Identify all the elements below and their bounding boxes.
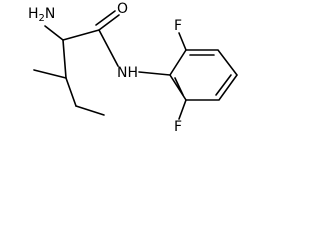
structure-canvas: H2N O NH F F bbox=[0, 0, 246, 155]
bond-c3-methyl bbox=[33, 69, 67, 79]
bond-c1-nh bbox=[98, 29, 119, 67]
bond-ring-f-bottom bbox=[178, 99, 187, 120]
bond-nh-ring bbox=[138, 71, 171, 76]
bond-c2-n bbox=[44, 25, 64, 41]
ring-double-bond-left bbox=[174, 77, 184, 96]
amine-h-label: H bbox=[28, 6, 39, 22]
fluorine-top-label: F bbox=[174, 18, 182, 34]
bond-c4-c5 bbox=[75, 105, 105, 116]
bond-c1-o-b bbox=[95, 10, 116, 26]
molecule-diagram: H2N O NH F F bbox=[28, 1, 238, 135]
bond-c2-c3 bbox=[62, 39, 67, 79]
fluorine-bottom-label: F bbox=[174, 119, 182, 135]
amine-n-label: N bbox=[45, 6, 55, 22]
bond-c2-c1 bbox=[62, 29, 100, 41]
ring-double-bond-right bbox=[215, 74, 232, 96]
amine-subscript: 2 bbox=[39, 13, 45, 24]
carbonyl-oxygen-label: O bbox=[117, 1, 128, 17]
bond-ring-f-top bbox=[178, 32, 187, 51]
bond-c1-o-a bbox=[98, 14, 120, 31]
bond-c3-c4 bbox=[65, 77, 77, 107]
benzene-ring bbox=[169, 49, 238, 101]
amide-nitrogen-label: NH bbox=[117, 65, 138, 81]
amine-label: H2N bbox=[28, 6, 55, 24]
